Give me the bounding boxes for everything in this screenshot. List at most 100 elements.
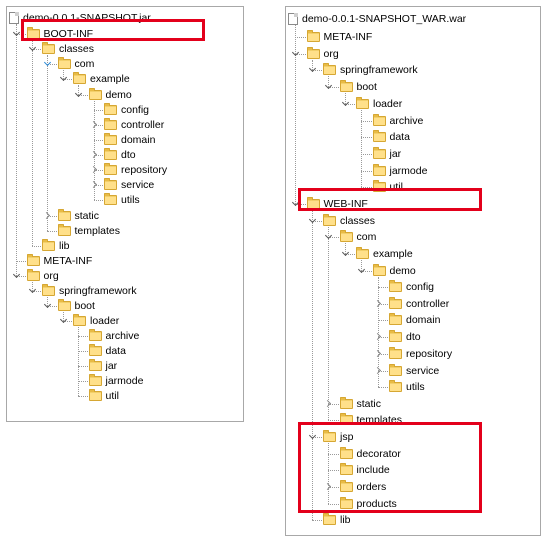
tree-item-label: config	[406, 281, 435, 293]
tree-item[interactable]: boot	[286, 79, 540, 95]
tree-item-label: springframework	[59, 285, 137, 297]
tree-item-label: include	[356, 464, 390, 476]
tree-item[interactable]: config	[286, 279, 540, 295]
tree-connector	[78, 396, 88, 397]
tree-item[interactable]: com	[286, 229, 540, 245]
tree-item[interactable]: jarmode	[286, 163, 540, 179]
tree-root-label: demo-0.0.1-SNAPSHOT_WAR.war	[302, 13, 467, 25]
tree-item[interactable]: static	[286, 396, 540, 412]
tree-item-label: dto	[121, 149, 136, 161]
tree-item[interactable]: jar	[286, 146, 540, 162]
tree-item[interactable]: service	[286, 363, 540, 379]
tree-item[interactable]: example	[7, 71, 243, 87]
tree-item[interactable]: org	[7, 268, 243, 284]
tree-item-label: jar	[105, 360, 118, 372]
tree-item[interactable]: dto	[7, 147, 243, 163]
chevron-down-icon[interactable]	[341, 246, 351, 262]
chevron-right-icon[interactable]	[324, 396, 334, 412]
chevron-down-icon[interactable]	[308, 213, 318, 229]
tree-item[interactable]: domain	[7, 132, 243, 148]
tree-item[interactable]: lib	[286, 512, 540, 528]
tree-item[interactable]: META-INF	[7, 253, 243, 269]
chevron-right-icon[interactable]	[90, 177, 100, 193]
folder-icon	[88, 344, 102, 356]
tree-item[interactable]: classes	[286, 213, 540, 229]
chevron-right-icon[interactable]	[90, 147, 100, 163]
chevron-right-icon[interactable]	[90, 117, 100, 133]
tree-item[interactable]: demo	[286, 263, 540, 279]
tree-item[interactable]: data	[286, 129, 540, 145]
tree-item[interactable]: jar	[7, 358, 243, 374]
tree-item[interactable]: lib	[7, 238, 243, 254]
tree-item[interactable]: archive	[286, 113, 540, 129]
tree-item[interactable]: products	[286, 496, 540, 512]
chevron-down-icon[interactable]	[324, 79, 334, 95]
tree-item[interactable]: example	[286, 246, 540, 262]
tree-item[interactable]: dto	[286, 329, 540, 345]
tree-item[interactable]: demo	[7, 87, 243, 103]
folder-icon	[104, 178, 117, 190]
chevron-down-icon[interactable]	[43, 56, 53, 72]
tree-item[interactable]: utils	[286, 379, 540, 395]
tree-item[interactable]: utils	[7, 192, 243, 208]
chevron-right-icon[interactable]	[90, 162, 100, 178]
tree-connector	[361, 171, 372, 172]
tree-item[interactable]: boot	[7, 298, 243, 314]
tree-item-label: util	[105, 390, 119, 402]
chevron-down-icon[interactable]	[291, 46, 301, 62]
chevron-down-icon[interactable]	[28, 41, 38, 57]
tree-item[interactable]: static	[7, 208, 243, 224]
tree-item[interactable]: domain	[286, 312, 540, 328]
chevron-down-icon[interactable]	[308, 62, 318, 78]
tree-item[interactable]: classes	[7, 41, 243, 57]
tree-item[interactable]: orders	[286, 479, 540, 495]
chevron-down-icon[interactable]	[43, 298, 53, 314]
tree-item[interactable]: com	[7, 56, 243, 72]
tree-item[interactable]: repository	[7, 162, 243, 178]
tree-item[interactable]: config	[7, 102, 243, 118]
folder-icon	[389, 330, 402, 342]
tree-item-label: META-INF	[43, 255, 93, 267]
tree-item[interactable]: org	[286, 46, 540, 62]
tree-item[interactable]: controller	[286, 296, 540, 312]
tree-item[interactable]: archive	[7, 328, 243, 344]
chevron-down-icon[interactable]	[12, 268, 22, 284]
tree-item[interactable]: templates	[7, 223, 243, 239]
chevron-right-icon[interactable]	[374, 296, 384, 312]
tree-item[interactable]: META-INF	[286, 29, 540, 45]
tree-item[interactable]: loader	[286, 96, 540, 112]
tree-item[interactable]: service	[7, 177, 243, 193]
tree-item[interactable]: data	[7, 343, 243, 359]
folder-icon	[73, 314, 86, 326]
tree-item[interactable]: springframework	[286, 62, 540, 78]
tree-item-label: boot	[74, 300, 95, 312]
chevron-right-icon[interactable]	[374, 346, 384, 362]
tree-connector	[93, 140, 103, 141]
tree-item[interactable]: jarmode	[7, 373, 243, 389]
tree-item[interactable]: decorator	[286, 446, 540, 462]
tree-item-label: lib	[59, 240, 70, 252]
folder-icon	[88, 88, 102, 100]
chevron-down-icon[interactable]	[59, 313, 69, 329]
tree-item[interactable]: loader	[7, 313, 243, 329]
chevron-down-icon[interactable]	[357, 263, 367, 279]
chevron-down-icon[interactable]	[341, 96, 351, 112]
tree-item[interactable]: util	[7, 388, 243, 404]
tree-item-label: META-INF	[323, 31, 373, 43]
chevron-down-icon[interactable]	[59, 71, 69, 87]
chevron-right-icon[interactable]	[43, 208, 53, 224]
tree-item[interactable]: jsp	[286, 429, 540, 445]
chevron-down-icon[interactable]	[74, 87, 84, 103]
tree-item[interactable]: include	[286, 462, 540, 478]
chevron-down-icon[interactable]	[324, 229, 334, 245]
chevron-right-icon[interactable]	[374, 329, 384, 345]
tree-connector	[311, 520, 322, 521]
folder-icon	[57, 299, 71, 311]
tree-item[interactable]: repository	[286, 346, 540, 362]
chevron-down-icon[interactable]	[28, 283, 38, 299]
tree-item[interactable]: WEB-INF	[286, 196, 540, 212]
chevron-right-icon[interactable]	[374, 363, 384, 379]
tree-item-label: utils	[121, 194, 140, 206]
tree-item[interactable]: controller	[7, 117, 243, 133]
tree-item[interactable]: springframework	[7, 283, 243, 299]
